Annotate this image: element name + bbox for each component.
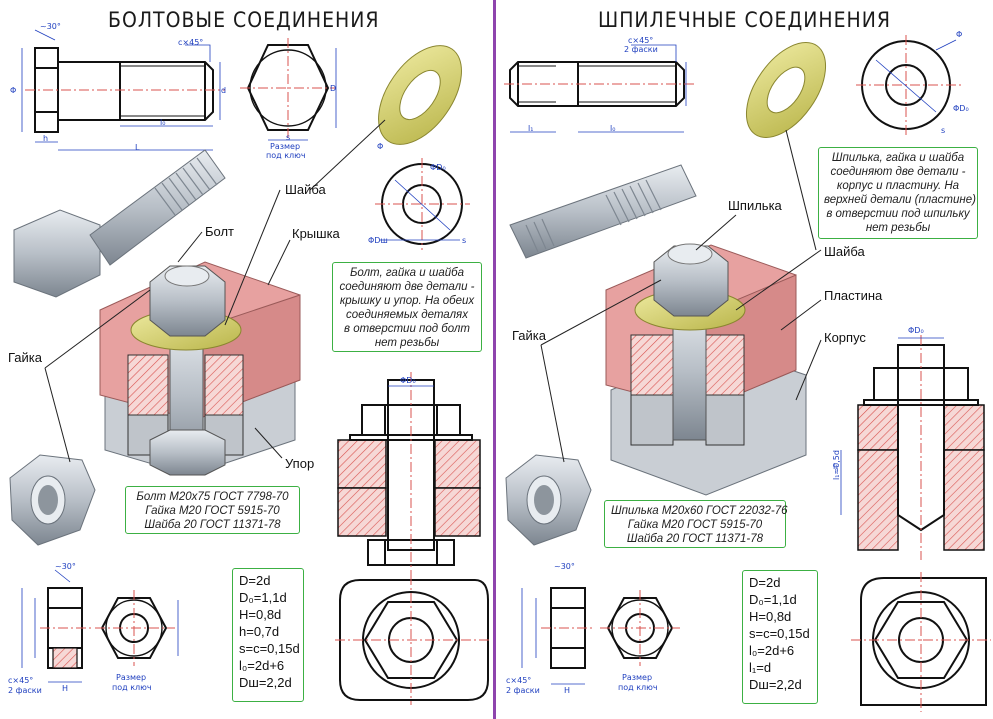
dim-stud-nut-angle: ~30° <box>554 562 575 571</box>
dim-nut-chamfers: 2 фаски <box>8 686 42 695</box>
dim-L: L <box>135 143 140 152</box>
dim-chamfer: c×45° <box>178 38 204 47</box>
label-stud-washer: Шайба <box>824 244 865 259</box>
stud-section-view <box>840 335 985 560</box>
dim-washer-s: s <box>462 236 467 245</box>
dim-wrench-1: Размер <box>270 142 301 151</box>
dim-stud-chamfer: c×45° <box>628 36 654 45</box>
dim-wrench-2: под ключ <box>266 151 306 160</box>
dim-l0: l₀ <box>160 118 166 127</box>
dim-stud-nut-chamfer: c×45° <box>506 676 532 685</box>
label-cover: Крышка <box>292 226 340 241</box>
bolt-assembly-cutaway <box>99 261 301 476</box>
stud-panel-title: ШПИЛЕЧНЫЕ СОЕДИНЕНИЯ <box>598 8 891 32</box>
dim-s: s <box>286 133 291 142</box>
dim-stud-chamfers: 2 фаски <box>624 45 658 54</box>
bolt-spec-box: Болт М20х75 ГОСТ 7798-70 Гайка М20 ГОСТ … <box>125 486 300 534</box>
label-washer: Шайба <box>285 182 326 197</box>
dim-washer-dsh: ΦDш <box>368 236 388 245</box>
stud-spec-box: Шпилька М20х60 ГОСТ 22032-76 Гайка М20 Г… <box>604 500 788 548</box>
stud-formula-box: D=2d D₀=1,1d H=0,8d s=c=0,15d l₀=2d+6 l₁… <box>742 570 818 704</box>
stud-washer-3d <box>745 42 827 138</box>
stud-connections-panel: ШПИЛЕЧНЫЕ СОЕДИНЕНИЯ <box>496 0 993 719</box>
label-stud-nut: Гайка <box>512 328 547 343</box>
dim-h: h <box>43 134 49 143</box>
dim-D: D <box>330 84 337 93</box>
dim-washer-phi: Φ <box>377 142 384 151</box>
dim-washer-d0: ΦD₀ <box>430 163 446 172</box>
label-nut: Гайка <box>8 350 43 365</box>
stud-assembly-cutaway <box>605 243 807 496</box>
bolt-3d <box>13 149 226 298</box>
label-bolt: Болт <box>205 224 235 239</box>
dim-stud-section-d0: ΦD₀ <box>908 326 924 335</box>
dim-stud-l1b: l₁ <box>833 462 839 471</box>
dim-stud-nut-H: H <box>564 686 571 695</box>
label-plate: Пластина <box>824 288 883 303</box>
dim-nut-H: H <box>62 684 69 693</box>
stud-top-view <box>860 577 987 706</box>
bolt-drawings <box>9 29 490 705</box>
dim-stud-wrench-2: под ключ <box>618 683 658 692</box>
dim-phi: Φ <box>10 86 17 95</box>
dim-stud-l0: l₀ <box>610 124 616 133</box>
label-body: Корпус <box>824 330 866 345</box>
bolt-formula-box: D=2d D₀=1,1d H=0,8d h=0,7d s=c=0,15d l₀=… <box>232 568 304 702</box>
dim-nut-angle: ~30° <box>55 562 76 571</box>
nut-3d <box>9 454 96 546</box>
dim-nut-chamfer: c×45° <box>8 676 34 685</box>
dim-stud-nut-chamfers: 2 фаски <box>506 686 540 695</box>
bolt-side-view <box>34 47 214 133</box>
dim-stud-l1: l₁ <box>528 124 534 133</box>
stud-drawings <box>504 35 991 712</box>
leader-lines <box>44 119 386 463</box>
dim-nut-wrench-2: под ключ <box>112 683 152 692</box>
label-stop: Упор <box>285 456 315 471</box>
stud-nut-3d <box>505 454 592 546</box>
dim-stud-wrench-1: Размер <box>622 673 653 682</box>
label-stud: Шпилька <box>728 198 782 213</box>
panel-divider <box>493 0 496 719</box>
bolt-dimension-lines <box>21 29 221 151</box>
dim-d: d <box>221 86 227 95</box>
dim-stud-s: s <box>941 126 946 135</box>
dim-angle: ~30° <box>40 22 61 31</box>
bolt-description-note: Болт, гайка и шайба соединяют две детали… <box>332 262 482 352</box>
washer-3d <box>378 45 462 145</box>
dim-stud-phi: Φ <box>956 30 963 39</box>
stud-description-note: Шпилька, гайка и шайба соединяют две дет… <box>818 147 978 239</box>
dim-nut-wrench-1: Размер <box>116 673 147 682</box>
dim-stud-d0: ΦD₀ <box>953 104 969 113</box>
bolt-connections-panel: БОЛТОВЫЕ СОЕДИНЕНИЯ <box>0 0 494 719</box>
bolt-panel-title: БОЛТОВЫЕ СОЕДИНЕНИЯ <box>108 8 380 32</box>
bolt-section-view <box>337 372 481 575</box>
stud-3d <box>509 164 697 259</box>
dim-section-d0: ΦD₀ <box>400 376 416 385</box>
